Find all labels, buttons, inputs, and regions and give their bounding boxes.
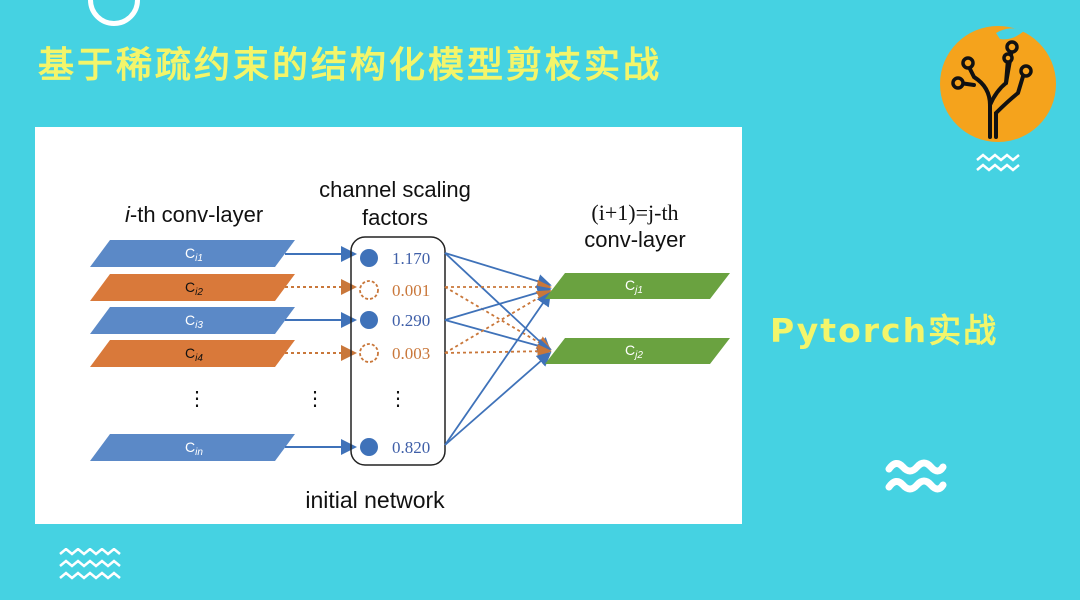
scaling-label-line2: factors <box>362 205 428 230</box>
layer-j-label-line1: (i+1)=j-th <box>591 200 678 225</box>
channel-i4 <box>90 340 295 367</box>
factor-value-2: 0.001 <box>392 281 430 300</box>
figure-footer-label: initial network <box>305 487 445 513</box>
subtitle: Pytorch实战 <box>770 311 999 350</box>
connection-3-j1 <box>444 285 552 321</box>
channel-i3 <box>90 307 295 334</box>
layer-i-channels <box>90 240 295 461</box>
connection-2-j2 <box>444 286 552 350</box>
factor-dot-2 <box>359 280 379 300</box>
factor-dot-5 <box>360 438 378 456</box>
ellipsis-factors: ⋮ <box>388 388 408 410</box>
connection-1-j1 <box>444 252 552 289</box>
layer-i-label: i-th conv-layer <box>125 202 263 227</box>
layer-j-label-line2: conv-layer <box>584 227 685 252</box>
connection-1-j2 <box>444 252 552 353</box>
channel-in-label: Cin <box>185 439 203 458</box>
connection-4-j1 <box>444 290 552 354</box>
page-title: 基于稀疏约束的结构化模型剪枝实战 <box>38 45 663 86</box>
ring-decoration <box>88 0 140 26</box>
factor-dot-1 <box>360 249 378 267</box>
channel-i2 <box>90 274 295 301</box>
layer-i-index: i <box>125 202 131 227</box>
channel-i1 <box>90 240 295 267</box>
factor-value-3: 0.290 <box>392 311 430 330</box>
network-slimming-figure: i-th conv-layer channel scaling factors … <box>35 127 742 524</box>
connection-3-j2 <box>444 319 552 353</box>
factor-dot-4 <box>359 343 379 363</box>
connection-n-j1 <box>444 291 552 446</box>
ellipsis-arrows: ⋮ <box>305 388 325 410</box>
factor-dot-3 <box>360 311 378 329</box>
factor-value-1: 1.170 <box>392 249 430 268</box>
ellipsis-layer-i: ⋮ <box>187 388 207 410</box>
channel-j2 <box>545 338 730 364</box>
factor-value-4: 0.003 <box>392 344 430 363</box>
channel-i3-label: Ci3 <box>185 312 203 331</box>
channel-i2-label: Ci2 <box>185 279 203 298</box>
layer-i-label-text: -th conv-layer <box>130 202 263 227</box>
wave-icon <box>885 455 947 497</box>
connection-4-j2 <box>444 344 552 359</box>
channel-i4-label: Ci4 <box>185 345 203 364</box>
channel-j2-label: Cj2 <box>625 342 643 361</box>
factors-box <box>350 236 446 466</box>
circuit-tree-logo <box>938 25 1058 143</box>
connection-n-j2 <box>444 351 552 446</box>
connections <box>444 252 552 446</box>
wave-icon <box>58 547 122 584</box>
wave-icon <box>975 152 1023 178</box>
channel-j1 <box>545 273 730 299</box>
channel-in <box>90 434 295 461</box>
scaling-label-line1: channel scaling <box>319 177 471 202</box>
factor-value-5: 0.820 <box>392 438 430 457</box>
channel-j1-label: Cj1 <box>625 277 643 296</box>
channel-i1-label: Ci1 <box>185 245 203 264</box>
